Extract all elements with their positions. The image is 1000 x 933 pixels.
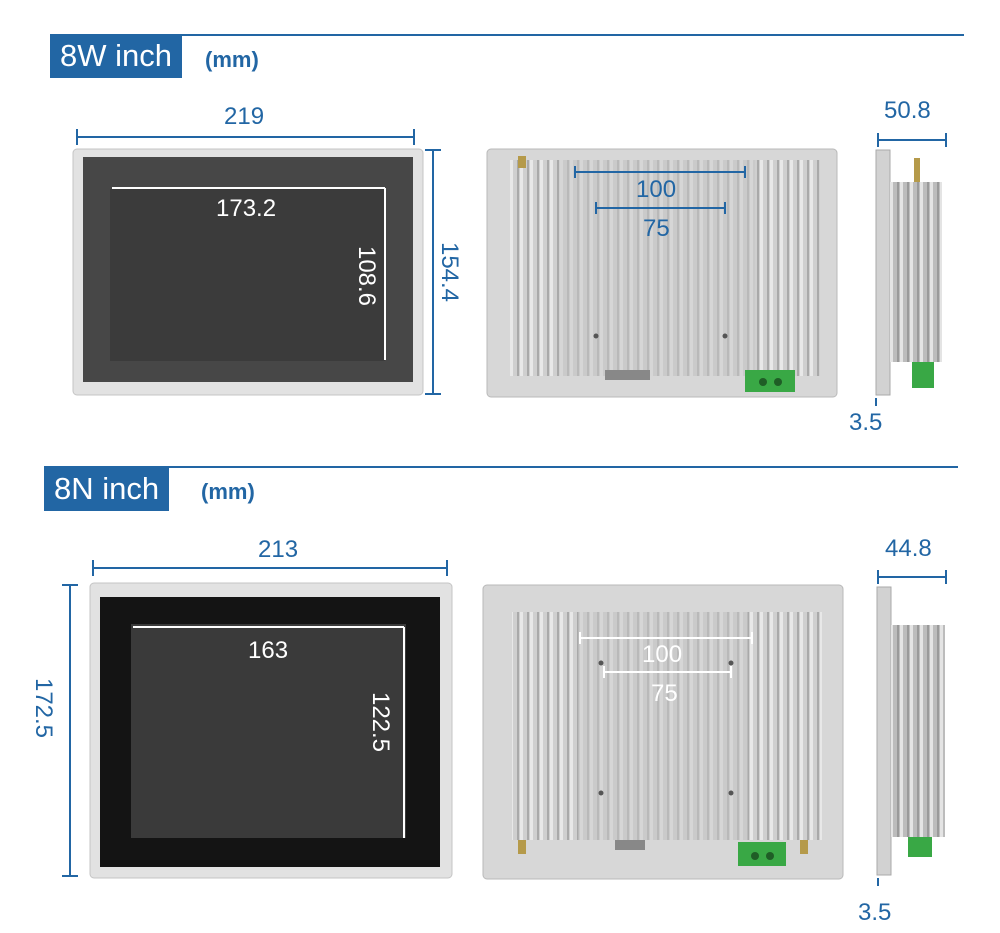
8w-side-view <box>875 133 947 406</box>
8n-vesa-outer-value: 100 <box>642 641 683 668</box>
8w-rear-view <box>486 148 838 398</box>
8n-width-dimension-line <box>92 560 448 576</box>
8n-section-rule <box>44 466 958 468</box>
8n-height-value: 172.5 <box>30 677 58 739</box>
8n-rear-view <box>482 584 844 880</box>
8n-unit-label: (mm) <box>201 479 255 504</box>
8w-height-dimension-line <box>425 149 441 395</box>
8n-side-view <box>876 570 947 886</box>
8n-screen-width-value: 163 <box>248 637 289 664</box>
8w-screen-width-value: 173.2 <box>216 195 277 222</box>
8w-vesa-outer-value: 100 <box>636 176 677 203</box>
8n-front-view <box>89 582 453 879</box>
8n-section-title: 8N inch <box>44 467 170 511</box>
8w-section-title: 8W inch <box>50 34 182 78</box>
8w-section-rule <box>50 34 964 36</box>
8w-bezel-depth-value: 3.5 <box>849 409 883 436</box>
8n-bezel-depth-value: 3.5 <box>858 899 892 926</box>
8w-vesa-inner-value: 75 <box>643 215 670 242</box>
8n-width-value: 213 <box>258 536 299 563</box>
8w-screen-height-value: 108.6 <box>353 245 381 307</box>
8n-vesa-inner-value: 75 <box>651 680 678 707</box>
8w-depth-value: 50.8 <box>884 97 931 124</box>
8n-height-dimension-line <box>62 584 78 877</box>
8n-screen-height-value: 122.5 <box>367 691 395 753</box>
8w-front-view <box>72 148 424 396</box>
8n-depth-value: 44.8 <box>885 535 932 562</box>
8w-width-dimension-line <box>76 129 415 145</box>
8w-unit-label: (mm) <box>205 47 259 72</box>
8w-height-value: 154.4 <box>436 241 464 303</box>
8w-width-value: 219 <box>224 103 265 130</box>
